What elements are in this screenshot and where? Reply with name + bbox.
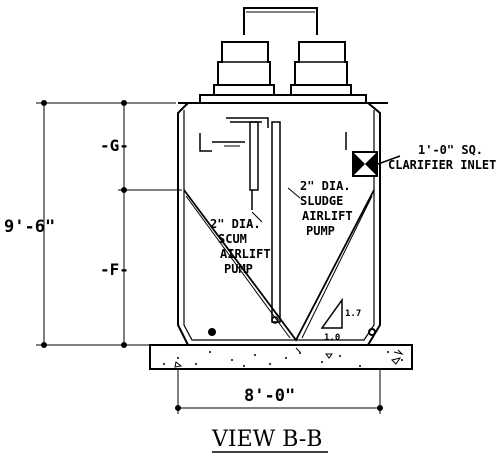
top-frame xyxy=(243,7,318,35)
sludge-pump-line-3: AIRLIFT xyxy=(302,209,353,223)
right-blower-housing xyxy=(290,41,352,96)
sludge-pump-line-4: PUMP xyxy=(306,224,335,238)
slope-rise-label: 1.7 xyxy=(345,309,361,319)
width-dimension xyxy=(175,370,383,414)
f-dimension-label: -F- xyxy=(100,260,129,279)
scum-pump-line-4: PUMP xyxy=(224,262,253,276)
slope-indicator xyxy=(320,297,343,329)
g-f-dimension xyxy=(118,100,182,348)
leader-lines xyxy=(251,187,301,223)
clarifier-inlet-symbol xyxy=(352,151,401,177)
concrete-slab xyxy=(149,344,413,370)
slope-run-label: 1.0 xyxy=(324,333,340,343)
clarifier-inlet-label: 1'-0" SQ. CLARIFIER INLET xyxy=(388,143,496,172)
scum-pump-line-2: SCUM xyxy=(218,232,247,246)
sludge-pump-line-2: SLUDGE xyxy=(300,194,343,208)
tank-lid xyxy=(178,94,388,104)
scum-pump-line-1: 2" DIA. xyxy=(210,217,261,231)
left-blower-housing xyxy=(213,41,275,96)
view-title: VIEW B-B xyxy=(211,427,322,452)
clarifier-inlet-line-1: 1'-0" SQ. xyxy=(418,143,483,157)
g-dimension-label: -G- xyxy=(100,136,129,155)
width-label: 8'-0" xyxy=(244,386,295,406)
overall-height-dimension xyxy=(36,100,176,348)
scum-pump-line-3: AIRLIFT xyxy=(220,247,271,261)
overall-height-label: 9'-6" xyxy=(4,217,55,237)
clarifier-inlet-line-2: CLARIFIER INLET xyxy=(388,158,496,172)
scum-pump-label: 2" DIA. SCUM AIRLIFT PUMP xyxy=(210,217,271,276)
sludge-pump-label: 2" DIA. SLUDGE AIRLIFT PUMP xyxy=(300,179,353,238)
airlift-piping xyxy=(226,117,281,324)
sludge-pump-line-1: 2" DIA. xyxy=(300,179,351,193)
